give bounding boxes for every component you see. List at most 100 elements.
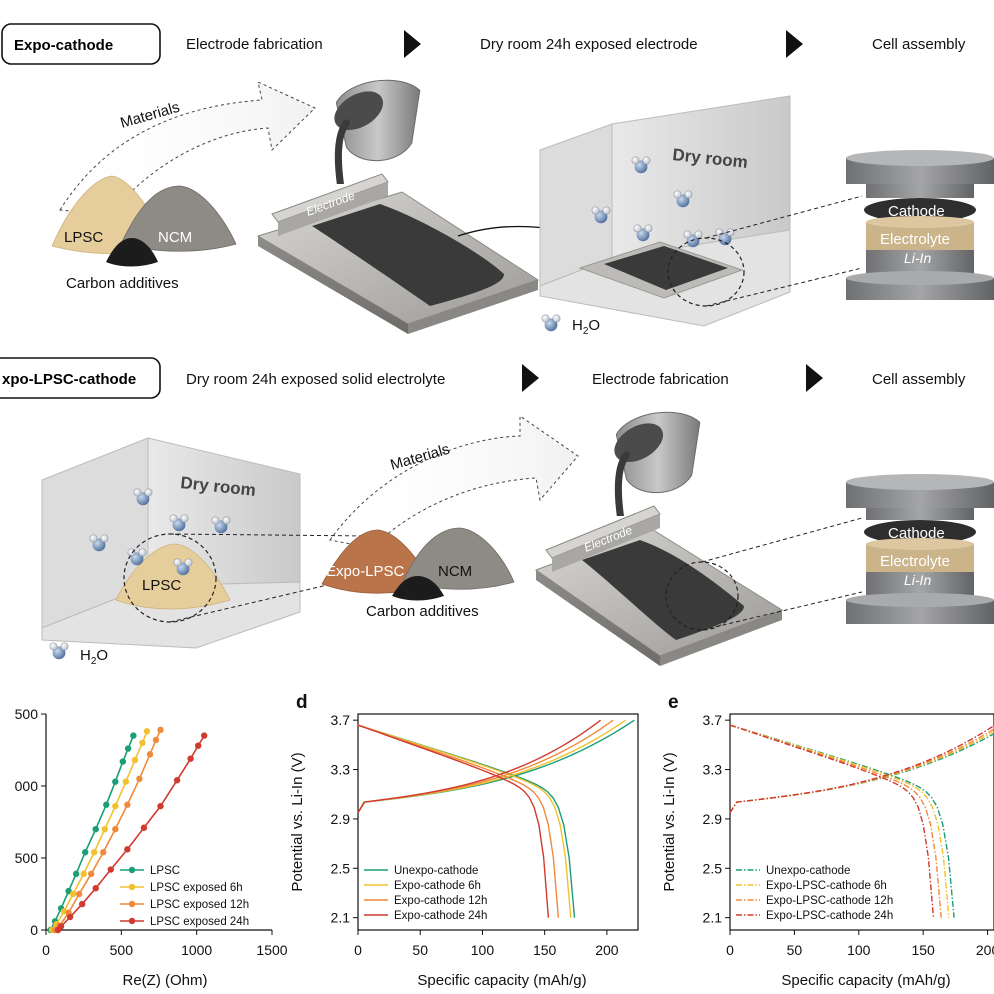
data-point (124, 745, 132, 752)
row2-pour-cup (608, 412, 700, 516)
series-line-0 (49, 735, 135, 931)
data-point (124, 846, 131, 853)
legend-entry: LPSC (150, 865, 180, 877)
data-point (101, 826, 108, 833)
data-point (100, 849, 107, 856)
legend-entry: Unexpo-cathode (394, 865, 478, 877)
data-point (124, 801, 131, 808)
row2-cathode-label: Cathode (888, 525, 945, 542)
row2-header: xpo-LPSC-cathode Dry room 24h exposed so… (0, 357, 966, 399)
y-tick-label: 3.7 (703, 712, 723, 728)
row2-electrolyte-label: Electrolyte (880, 553, 950, 570)
legend-entry: Expo-LPSC-cathode 12h (766, 895, 893, 907)
data-point (194, 742, 202, 749)
row2-method-box (0, 357, 161, 399)
y-tick-label: 2.1 (331, 910, 351, 926)
y-tick-label: 3.3 (703, 762, 723, 778)
panel-letter: d (296, 692, 308, 713)
x-tick-label: 0 (354, 942, 362, 958)
row2-powders: Expo-LPSC NCM Carbon additives (321, 527, 515, 620)
data-point (80, 870, 87, 878)
y-tick-label: 500 (15, 850, 39, 866)
data-point (78, 900, 86, 908)
x-tick-label: 150 (533, 942, 557, 958)
row2-cathode-layer (864, 520, 976, 544)
x-tick-label: 1000 (181, 942, 212, 958)
row2-h2o-legend: H2O (80, 647, 108, 667)
data-point (157, 726, 164, 734)
legend-entry: Expo-cathode 24h (394, 910, 487, 922)
data-point (157, 802, 164, 810)
row2-step3: Cell assembly (872, 371, 966, 388)
legend-entry: Expo-LPSC-cathode 6h (766, 880, 887, 892)
row1-liin-label: Li-In (904, 250, 931, 266)
row1-cathode-label: Cathode (888, 203, 945, 220)
discharge-curve-3 (729, 724, 935, 918)
row1-step2: Dry room 24h exposed electrode (480, 36, 698, 53)
charge-curve-3 (357, 719, 602, 814)
x-tick-label: 150 (911, 942, 935, 958)
y-tick-label: 2.1 (703, 910, 723, 926)
x-tick-label: 50 (787, 942, 803, 958)
row1-exposed-electrode (604, 246, 728, 290)
y-tick-label: 2.5 (331, 860, 351, 876)
panel-letter: e (668, 692, 679, 713)
row1-method-box (1, 23, 161, 65)
row2-liin-label: Li-In (904, 572, 931, 588)
row1-step-arrow-1 (404, 30, 421, 58)
row2-lpsc-label: LPSC (142, 577, 181, 594)
row2-expo-lpsc-pile (321, 529, 433, 594)
y-tick-label: 2.9 (331, 811, 351, 827)
y-tick-label: 3.3 (331, 762, 351, 778)
legend-entry: LPSC exposed 24h (150, 916, 249, 928)
row2-h2o-legend-icon (49, 642, 69, 660)
row1-carbon-label: Carbon additives (66, 275, 179, 292)
row1-step-arrow-2 (786, 30, 803, 58)
row1-ncm-pile (121, 185, 237, 252)
data-point (140, 824, 148, 831)
data-point (112, 826, 119, 833)
charge-curve-3 (729, 721, 994, 814)
y-tick-label: 2.5 (703, 860, 723, 876)
row2-carbon-label: Carbon additives (366, 603, 479, 620)
charge-curve-2 (729, 725, 994, 814)
y-axis-label: Potential vs. Li-In (V) (661, 752, 678, 891)
plot-frame (357, 713, 639, 931)
row2-coating-stage: Electrode (534, 412, 784, 666)
legend-marker (128, 883, 136, 891)
row1-dry-room: Dry room H2O (539, 95, 791, 337)
data-point (131, 756, 139, 764)
x-tick-label: 100 (847, 942, 871, 958)
data-point (201, 732, 208, 739)
legend-entry: LPSC exposed 12h (150, 899, 249, 911)
row2-cell-stack: Cathode Electrolyte Li-In (846, 474, 994, 624)
row1-h2o-legend-icon (541, 314, 561, 332)
data-point (112, 778, 119, 785)
data-point (88, 870, 95, 878)
data-point (72, 870, 80, 878)
x-tick-label: 200 (595, 942, 619, 958)
data-point (136, 775, 143, 782)
legend-entry: LPSC exposed 6h (150, 882, 243, 894)
row2-step2: Electrode fabrication (592, 371, 729, 388)
legend-marker (128, 917, 136, 925)
discharge-curve-3 (357, 724, 550, 918)
data-point (81, 849, 89, 856)
y-tick-label: 3.7 (331, 712, 351, 728)
row1-lpsc-label: LPSC (64, 229, 103, 246)
row2-carbon-pile (392, 576, 444, 601)
row2-ncm-label: NCM (438, 563, 472, 580)
data-point (107, 866, 114, 873)
x-tick-label: 0 (42, 942, 50, 958)
y-axis-label: Potential vs. Li-In (V) (289, 752, 306, 891)
row2-step-arrow-1 (522, 364, 539, 392)
x-axis-label: Specific capacity (mAh/g) (417, 972, 586, 989)
data-point (146, 751, 154, 758)
row1-ncm-label: NCM (158, 229, 192, 246)
x-tick-label: 50 (412, 942, 428, 958)
data-point (119, 758, 127, 765)
